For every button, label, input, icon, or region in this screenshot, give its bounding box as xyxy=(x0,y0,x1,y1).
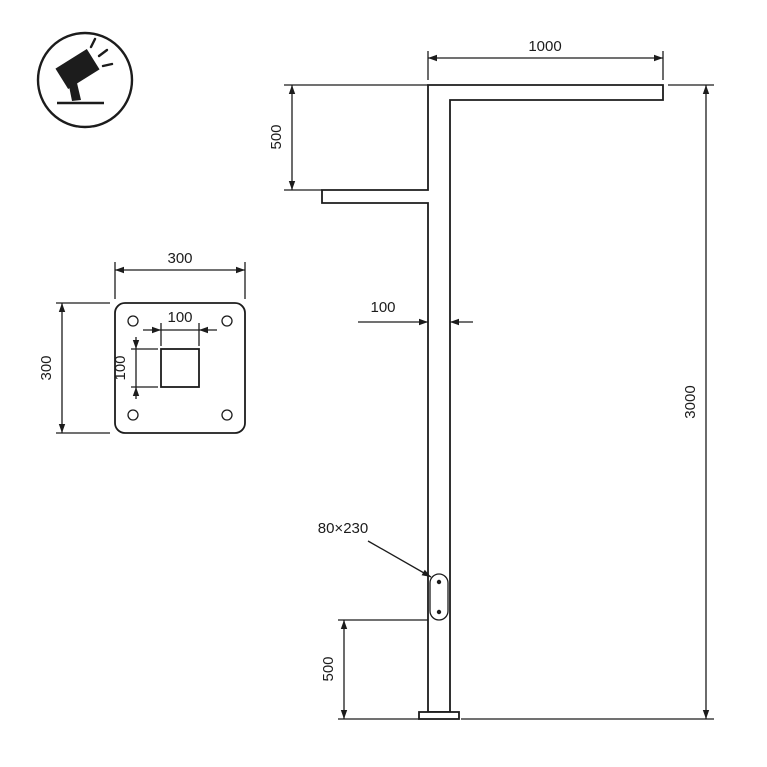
bolt-hole xyxy=(127,315,139,327)
dim-label: 500 xyxy=(268,124,285,149)
arrowhead xyxy=(340,620,348,629)
dim-plate-hole-height: 100 xyxy=(112,337,158,399)
dim-label: 500 xyxy=(320,656,337,681)
arrowhead xyxy=(421,569,431,577)
arrowhead xyxy=(132,340,140,349)
arrowhead xyxy=(58,424,66,433)
dim-plate-height: 300 xyxy=(38,302,110,434)
arrowhead xyxy=(58,303,66,312)
dim-label: 300 xyxy=(167,250,192,267)
dim-arm-offset: 500 xyxy=(268,84,428,191)
arrowhead xyxy=(288,181,296,190)
bolt-hole xyxy=(221,409,233,421)
arrowhead xyxy=(450,318,459,326)
hatch-screw xyxy=(436,579,442,585)
floodlight-icon xyxy=(36,31,134,129)
arrowhead xyxy=(288,85,296,94)
arrowhead xyxy=(702,85,710,94)
arrowhead xyxy=(199,326,208,334)
pole-front-view: 1000 500 100 3000 xyxy=(268,38,714,720)
arrowhead xyxy=(419,318,428,326)
dim-label: 100 xyxy=(167,309,192,326)
icon-circle xyxy=(36,31,134,129)
leader-line xyxy=(367,540,432,578)
dim-plate-width: 300 xyxy=(114,250,246,299)
pole-outline xyxy=(321,84,664,713)
arrowhead xyxy=(236,266,245,274)
dim-label: 100 xyxy=(112,355,129,380)
plate-center-hole xyxy=(160,348,200,388)
hatch-outline xyxy=(429,573,449,621)
dim-hatch-offset: 500 xyxy=(320,619,428,720)
base-flange xyxy=(418,711,460,720)
bolt-hole xyxy=(127,409,139,421)
hatch-callout: 80×230 xyxy=(318,520,432,578)
dim-label: 300 xyxy=(38,355,55,380)
floodlight-stand xyxy=(69,83,81,101)
dim-label: 3000 xyxy=(682,385,699,418)
hatch-screw xyxy=(436,609,442,615)
arrowhead xyxy=(654,54,663,62)
arrowhead xyxy=(152,326,161,334)
bolt-hole xyxy=(221,315,233,327)
hatch-label: 80×230 xyxy=(318,520,368,537)
access-hatch xyxy=(429,573,449,621)
dim-label: 1000 xyxy=(528,38,561,55)
arrowhead xyxy=(428,54,437,62)
dim-label: 100 xyxy=(370,299,395,316)
arrowhead xyxy=(702,710,710,719)
dim-pole-width: 100 xyxy=(358,299,473,326)
base-plate-outline xyxy=(114,302,246,434)
arrowhead xyxy=(132,387,140,396)
arrowhead xyxy=(115,266,124,274)
arrowhead xyxy=(340,710,348,719)
dim-pole-height: 3000 xyxy=(461,84,714,720)
dim-plate-hole-width: 100 xyxy=(143,309,217,346)
dim-arm-length: 1000 xyxy=(427,38,664,80)
light-rays-icon xyxy=(89,37,114,68)
floodlight-head xyxy=(55,49,100,89)
base-plate-view: 300 300 100 100 xyxy=(38,250,246,434)
